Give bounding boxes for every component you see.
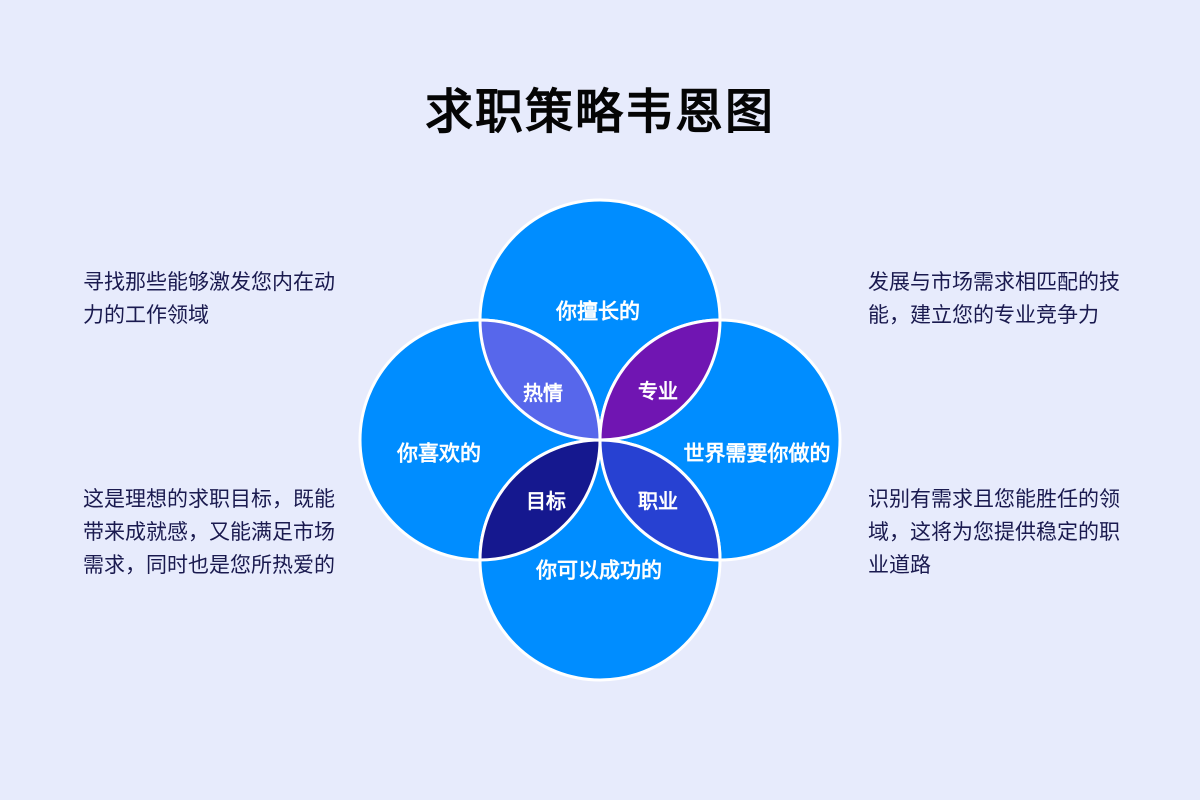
circle-label-succeed: 你可以成功的 (535, 559, 662, 583)
page-title: 求职策略韦恩图 (424, 86, 775, 139)
venn-lenses (478, 318, 722, 562)
annotation-top-right: 发展与市场需求相匹配的技能，建立您的专业竞争力 (868, 271, 1120, 327)
lens-goal (478, 438, 602, 562)
lens-label-passion: 热情 (523, 381, 563, 405)
circle-label-like: 你喜欢的 (396, 442, 481, 466)
annotation-bottom-left: 这是理想的求职目标，既能带来成就感，又能满足市场需求，同时也是您所热爱的 (83, 488, 335, 577)
lens-label-career: 职业 (638, 490, 678, 513)
lens-label-goal: 目标 (526, 490, 566, 513)
annotation-top-left: 寻找那些能够激发您内在动力的工作领域 (83, 271, 335, 327)
venn-labels: 你擅长的 你喜欢的 世界需要你做的 你可以成功的 热情 专业 目标 职业 (396, 300, 831, 583)
circle-label-good-at: 你擅长的 (555, 300, 640, 324)
lens-label-professional: 专业 (638, 379, 678, 403)
circle-label-world-needs: 世界需要你做的 (684, 442, 831, 466)
lens-career (598, 438, 722, 562)
annotation-bottom-right: 识别有需求且您能胜任的领域，这将为您提供稳定的职业道路 (868, 488, 1120, 577)
